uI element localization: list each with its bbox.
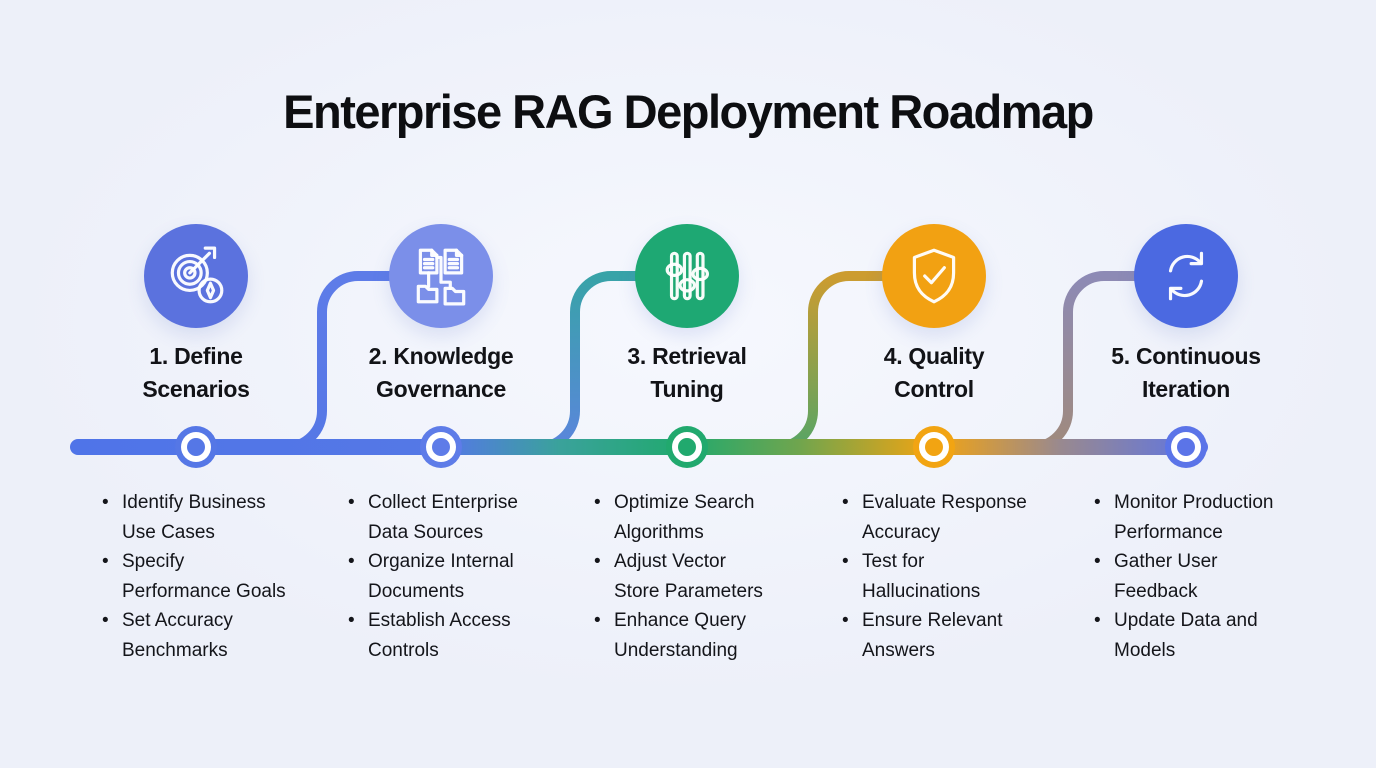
stage-2-bullet-list: Collect Enterprise Data Sources Organize…	[346, 488, 562, 665]
bullet-item: Establish Access Controls	[346, 606, 562, 665]
bullet-item: Specify Performance Goals	[100, 547, 316, 606]
bullet-item: Collect Enterprise Data Sources	[346, 488, 562, 547]
bullet-item: Evaluate Response Accuracy	[840, 488, 1056, 547]
bullet-item: Gather User Feedback	[1092, 547, 1308, 606]
stage-1-circle	[144, 224, 248, 328]
documents-folders-icon	[416, 248, 466, 306]
stage-4-label: 4. Quality Control	[883, 343, 985, 402]
stage-5-label: 5. Continuous Iteration	[1111, 343, 1261, 402]
bullet-item: Organize Internal Documents	[346, 547, 562, 606]
stage-1-bullet-list: Identify Business Use Cases Specify Perf…	[100, 488, 316, 665]
bullet-item: Ensure Relevant Answers	[840, 606, 1056, 665]
stage-4-bullet-list: Evaluate Response Accuracy Test for Hall…	[840, 488, 1056, 665]
shield-check-icon	[912, 248, 956, 304]
bullet-item: Optimize Search Algorithms	[592, 488, 808, 547]
stage-3-label: 3. Retrieval Tuning	[627, 343, 747, 402]
timeline-bar	[70, 439, 1208, 455]
sliders-icon	[665, 251, 710, 301]
target-compass-icon	[170, 246, 224, 304]
bullet-item: Identify Business Use Cases	[100, 488, 316, 547]
bullet-item: Monitor Production Performance	[1092, 488, 1308, 547]
page-title: Enterprise RAG Deployment Roadmap	[283, 85, 1094, 138]
timeline-node-1	[175, 426, 217, 468]
timeline-node-5	[1165, 426, 1207, 468]
stage-3-bullet-list: Optimize Search Algorithms Adjust Vector…	[592, 488, 808, 665]
refresh-icon	[1168, 251, 1204, 301]
timeline-node-2	[420, 426, 462, 468]
timeline-node-4	[913, 426, 955, 468]
stage-4-circle	[882, 224, 986, 328]
bullet-item: Set Accuracy Benchmarks	[100, 606, 316, 665]
stage-5-bullet-list: Monitor Production Performance Gather Us…	[1092, 488, 1308, 665]
stage-3-circle	[635, 224, 739, 328]
stage-1-label: 1. Define Scenarios	[142, 343, 250, 402]
bullet-item: Adjust Vector Store Parameters	[592, 547, 808, 606]
bullet-item: Update Data and Models	[1092, 606, 1308, 665]
bullet-item: Enhance Query Understanding	[592, 606, 808, 665]
stage-5-circle	[1134, 224, 1238, 328]
bullet-item: Test for Hallucinations	[840, 547, 1056, 606]
stage-2-label: 2. Knowledge Governance	[368, 343, 514, 402]
stage-2-circle	[389, 224, 493, 328]
timeline-node-3	[666, 426, 708, 468]
